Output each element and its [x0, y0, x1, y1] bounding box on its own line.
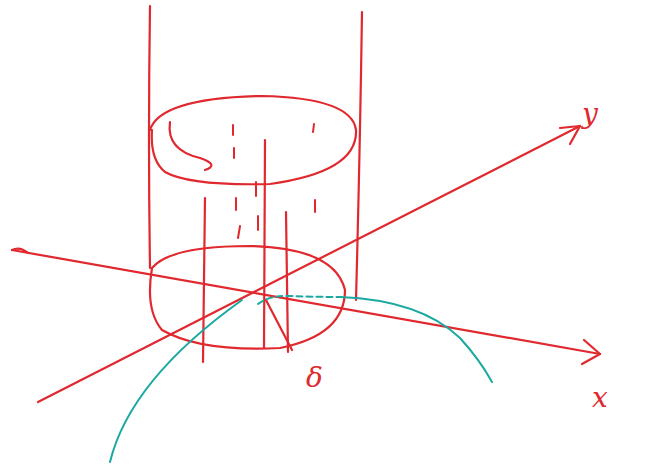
bottom-ellipse [150, 246, 345, 349]
inner-line [264, 140, 265, 348]
boundary-curve [340, 297, 492, 382]
top-ellipse [150, 96, 356, 184]
axis-label: x [592, 384, 608, 412]
cylinder-side [149, 6, 150, 268]
x-axis [12, 250, 600, 354]
inner-line [203, 198, 205, 362]
boundary-curve [258, 296, 340, 304]
dashes [233, 124, 315, 238]
cylinder-side [356, 12, 362, 300]
radius-line [266, 300, 292, 350]
region-label: δ [306, 364, 323, 392]
axis-tail [12, 249, 28, 253]
y-axis [38, 126, 580, 402]
boundary-curve [110, 300, 242, 462]
y-arrowhead [560, 126, 580, 144]
x-arrowhead [582, 340, 600, 364]
axis-label: y [582, 100, 598, 128]
hidden-rim [170, 122, 212, 170]
inner-line [286, 212, 288, 352]
